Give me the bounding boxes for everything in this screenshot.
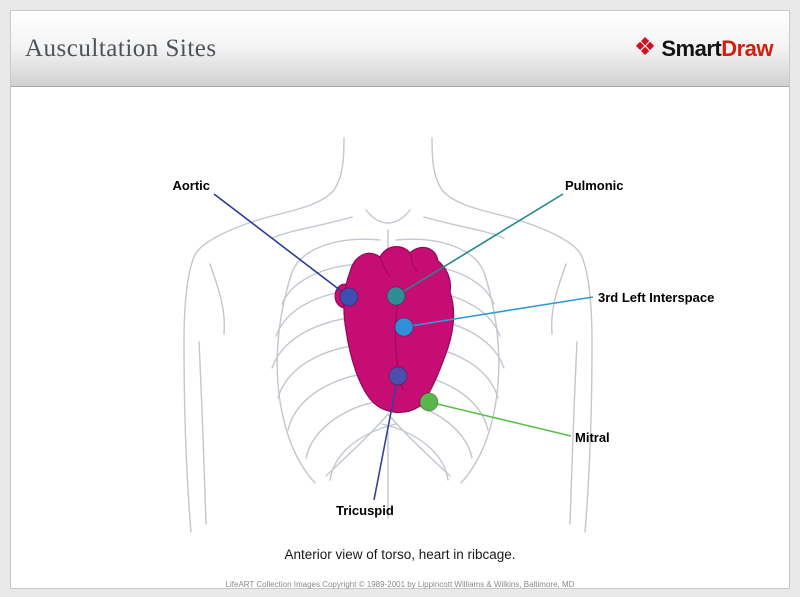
smartdraw-diamond-icon: ❖ [633, 33, 657, 61]
site-dot-tricuspid [388, 366, 408, 386]
ribcage-outline [183, 137, 593, 533]
site-label-mitral: Mitral [575, 430, 610, 445]
logo-smart-text: Smart [661, 35, 722, 61]
site-label-third-left-interspace: 3rd Left Interspace [598, 290, 715, 305]
copyright-notice: LifeART Collection Images Copyright © 19… [225, 580, 575, 589]
site-label-tricuspid: Tricuspid [336, 503, 394, 518]
site-dot-third-left-interspace [394, 317, 414, 337]
header-bar: Auscultation Sites ❖ SmartDraw [11, 11, 789, 87]
site-dot-mitral [419, 392, 439, 412]
smartdraw-logo: ❖ SmartDraw [633, 33, 774, 62]
figure-caption: Anterior view of torso, heart in ribcage… [284, 547, 516, 562]
leader-line-third-left-interspace [403, 296, 594, 328]
site-dot-pulmonic [386, 286, 406, 306]
leader-line-tricuspid [373, 375, 399, 501]
smartdraw-wordmark: SmartDraw [661, 36, 773, 62]
leader-line-pulmonic [395, 193, 564, 297]
leader-line-mitral [428, 401, 572, 437]
site-label-pulmonic: Pulmonic [565, 178, 624, 193]
site-label-aortic: Aortic [172, 178, 210, 193]
leader-line-aortic [213, 193, 350, 298]
content-panel: Auscultation Sites ❖ SmartDraw [10, 10, 790, 589]
page-title: Auscultation Sites [25, 34, 217, 62]
logo-draw-text: Draw [721, 35, 773, 61]
site-dot-aortic [339, 287, 359, 307]
